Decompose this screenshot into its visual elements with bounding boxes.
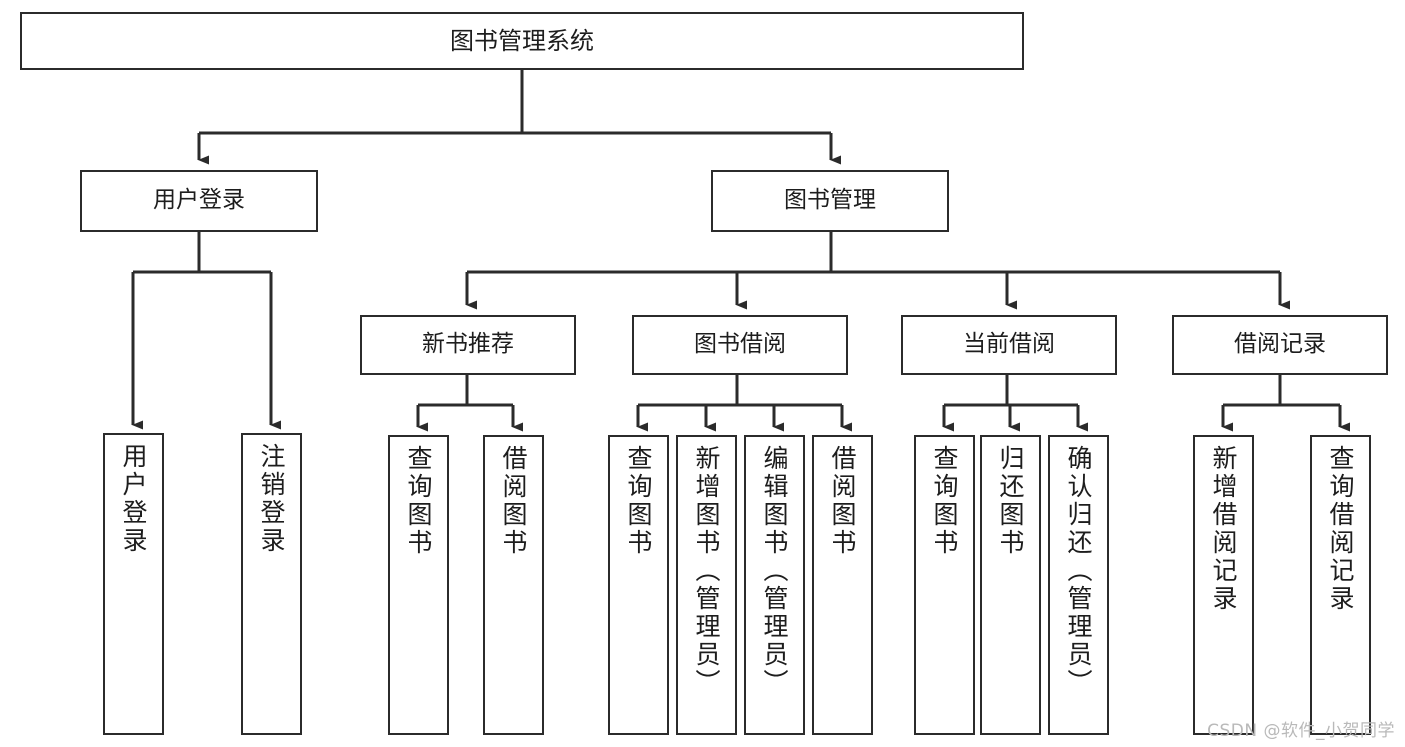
leaf-user-login-label: 用户登录 bbox=[119, 443, 148, 555]
node-root-system-label: 图书管理系统 bbox=[450, 26, 594, 55]
leaf-query-book-1[interactable]: 查询图书 bbox=[388, 435, 449, 735]
leaf-query-book-2[interactable]: 查询图书 bbox=[608, 435, 669, 735]
leaf-edit-book[interactable]: 编辑图书（管理员） bbox=[744, 435, 805, 735]
leaf-query-record[interactable]: 查询借阅记录 bbox=[1310, 435, 1371, 735]
leaf-query-book-3-label: 查询图书 bbox=[930, 445, 959, 557]
leaf-query-record-label: 查询借阅记录 bbox=[1326, 445, 1355, 613]
leaf-add-book-label: 新增图书（管理员） bbox=[692, 445, 721, 697]
node-borrow-record[interactable]: 借阅记录 bbox=[1172, 315, 1388, 375]
leaf-user-login[interactable]: 用户登录 bbox=[103, 433, 164, 735]
leaf-confirm-return[interactable]: 确认归还（管理员） bbox=[1048, 435, 1109, 735]
leaf-query-book-3[interactable]: 查询图书 bbox=[914, 435, 975, 735]
leaf-logout-login-label: 注销登录 bbox=[257, 443, 286, 555]
leaf-add-record-label: 新增借阅记录 bbox=[1209, 445, 1238, 613]
node-current-borrow-label: 当前借阅 bbox=[963, 331, 1055, 358]
node-borrow-record-label: 借阅记录 bbox=[1234, 331, 1326, 358]
leaf-edit-book-label: 编辑图书（管理员） bbox=[760, 445, 789, 697]
leaf-logout-login[interactable]: 注销登录 bbox=[241, 433, 302, 735]
leaf-return-book-label: 归还图书 bbox=[996, 445, 1025, 557]
leaf-add-book[interactable]: 新增图书（管理员） bbox=[676, 435, 737, 735]
node-user-login-label: 用户登录 bbox=[153, 187, 245, 214]
node-book-borrow[interactable]: 图书借阅 bbox=[632, 315, 848, 375]
node-user-login[interactable]: 用户登录 bbox=[80, 170, 318, 232]
node-new-book-recommend[interactable]: 新书推荐 bbox=[360, 315, 576, 375]
leaf-confirm-return-label: 确认归还（管理员） bbox=[1064, 445, 1093, 697]
node-book-borrow-label: 图书借阅 bbox=[694, 331, 786, 358]
leaf-borrow-book-1-label: 借阅图书 bbox=[499, 445, 528, 557]
leaf-add-record[interactable]: 新增借阅记录 bbox=[1193, 435, 1254, 735]
leaf-query-book-1-label: 查询图书 bbox=[404, 445, 433, 557]
leaf-borrow-book-1[interactable]: 借阅图书 bbox=[483, 435, 544, 735]
leaf-return-book[interactable]: 归还图书 bbox=[980, 435, 1041, 735]
node-book-manage-label: 图书管理 bbox=[784, 187, 876, 214]
leaf-query-book-2-label: 查询图书 bbox=[624, 445, 653, 557]
node-book-manage[interactable]: 图书管理 bbox=[711, 170, 949, 232]
leaf-borrow-book-2-label: 借阅图书 bbox=[828, 445, 857, 557]
node-root-system[interactable]: 图书管理系统 bbox=[20, 12, 1024, 70]
node-new-book-recommend-label: 新书推荐 bbox=[422, 331, 514, 358]
leaf-borrow-book-2[interactable]: 借阅图书 bbox=[812, 435, 873, 735]
csdn-watermark: CSDN @软件_小贺同学 bbox=[1207, 721, 1395, 741]
node-current-borrow[interactable]: 当前借阅 bbox=[901, 315, 1117, 375]
